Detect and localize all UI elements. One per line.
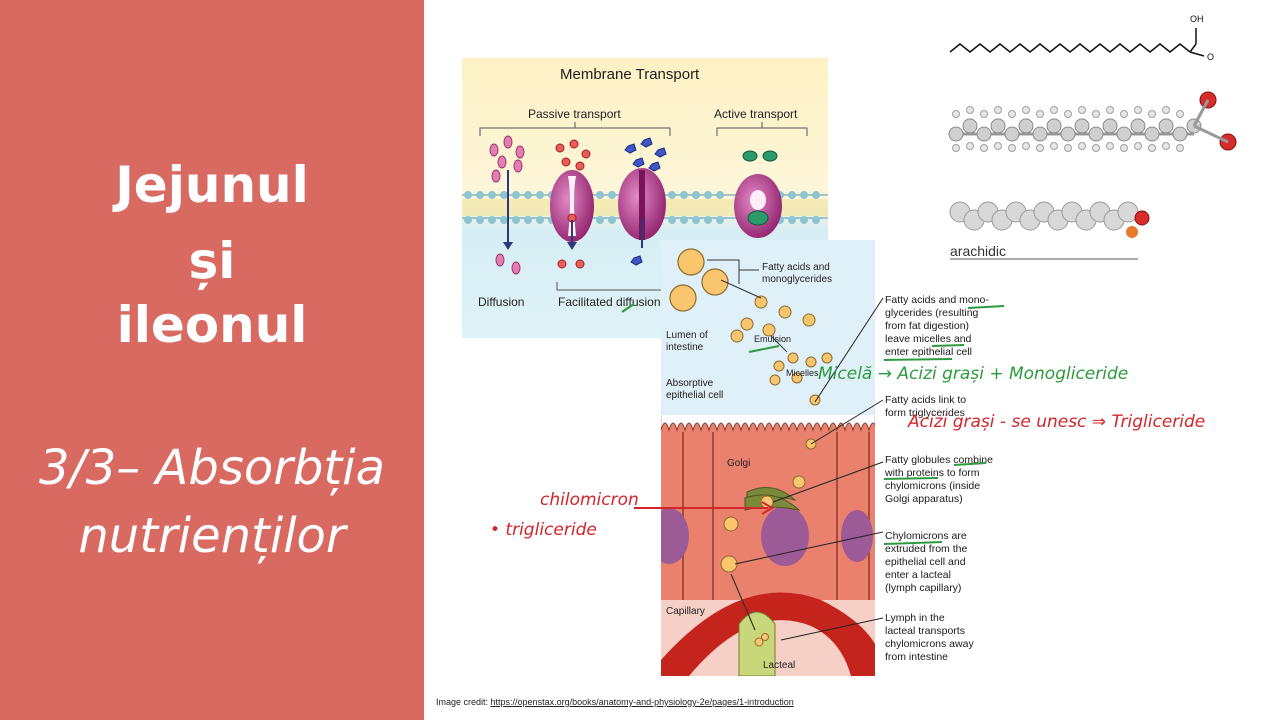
image-credit: Image credit: https://openstax.org/books… [436, 697, 794, 707]
membrane-transport-figure: Membrane Transport Passive transport Act… [462, 58, 828, 338]
o-label: O [1207, 52, 1214, 62]
handwritten-underlines [883, 305, 1005, 545]
active-transport-label: Active transport [714, 107, 798, 121]
credit-link[interactable]: https://openstax.org/books/anatomy-and-p… [490, 697, 794, 707]
golgi-label: Golgi [727, 458, 750, 469]
emulsion-label: Emulsion [754, 334, 791, 344]
oh-label: OH [1190, 14, 1204, 24]
note-link-triglycerides: Fatty acids link to form triglycerides [885, 394, 967, 419]
facilitated-diffusion-label: Facilitated diffusion [558, 295, 661, 309]
diffusion-label: Diffusion [478, 295, 524, 309]
membrane-title: Membrane Transport [560, 66, 700, 83]
title-line-1: Jejunul [115, 156, 309, 214]
subtitle-line-2: nutrienților [78, 508, 346, 564]
arachidic-label: arachidic [950, 243, 1006, 259]
credit-prefix: Image credit: [436, 697, 491, 707]
title-panel: Jejunul și ileonul 3/3– Absorbția nutrie… [0, 0, 424, 720]
arachidic-acid-structures: OH O arachidic [948, 14, 1237, 260]
subtitle-line-1: 3/3– Absorbția [39, 440, 385, 496]
note-fatty-globules: Fatty globules combine with proteins to … [885, 454, 993, 505]
lacteal-label: Lacteal [763, 660, 795, 671]
chylomicron-annotation: chilomicron [540, 490, 639, 510]
note-lymph-transport: Lymph in the lacteal transports chylomic… [885, 612, 974, 663]
note-fatty-acids-enter: Fatty acids and mono- glycerides (result… [885, 294, 989, 358]
triglyceride-annotation: Acizi grași - se unesc ⇒ Trigliceride [908, 412, 1206, 432]
capillary-label: Capillary [666, 606, 705, 617]
passive-transport-label: Passive transport [528, 107, 621, 121]
triglyceride-bullet-annotation: • trigliceride [490, 520, 597, 540]
note-chylomicrons-extruded: Chylomicrons are extruded from the epith… [885, 530, 968, 594]
note-pointers [734, 297, 884, 641]
title-line-2: și [188, 232, 236, 290]
title-line-3: ileonul [116, 296, 308, 354]
chylomicron-arrow [634, 501, 774, 515]
micelles-label: Micelles [786, 368, 819, 378]
micelle-annotation: Micelă → Acizi grași + Monogliceride [818, 364, 1129, 384]
